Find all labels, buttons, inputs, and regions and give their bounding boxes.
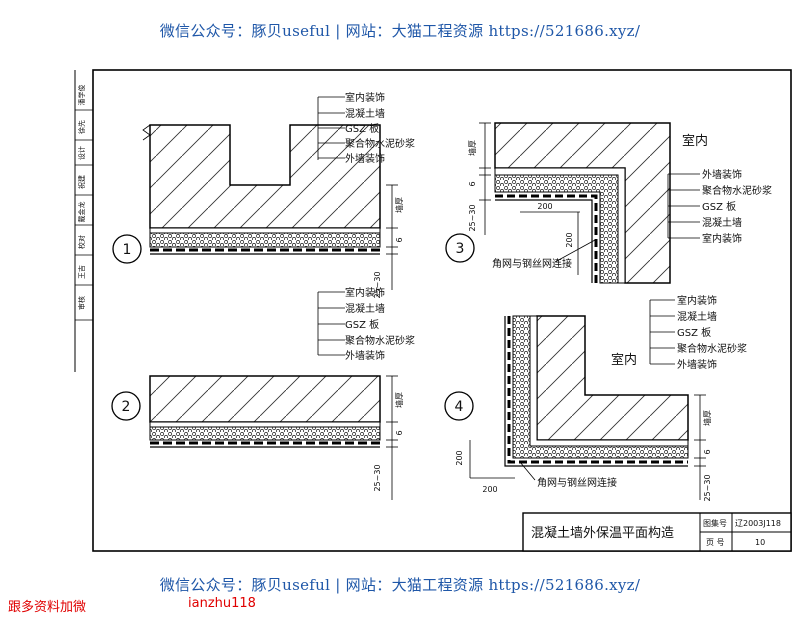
layer-label: 混凝土墙 [677, 310, 717, 323]
dim-200: 200 [537, 202, 552, 211]
layer-label: 聚合物水泥砂浆 [345, 137, 415, 150]
gsz-board [149, 232, 381, 248]
strip-cell: 祝建 [77, 175, 86, 189]
dim-200: 200 [482, 485, 497, 494]
watermark-top: 微信公众号：豚贝useful | 网站：大猫工程资源 https://52168… [159, 22, 641, 40]
approval-strip: 潘学俊 徐先 设计 祝建 戴金龙 校对 王吉 审核 [75, 85, 93, 321]
mortar-layer [495, 194, 598, 283]
layer-label: 聚合物水泥砂浆 [702, 184, 772, 197]
dim-range: 25~30 [703, 474, 712, 501]
dim-200: 200 [565, 232, 574, 247]
layer-label: 外墙装饰 [702, 168, 742, 181]
detail-4: 室内 室内装饰 混凝土墙 GSZ 板 聚合物水泥砂浆 外墙装饰 墙厚 6 25~… [444, 294, 747, 502]
dim-wall: 墙厚 [394, 197, 404, 213]
layer-label: GSZ 板 [677, 326, 711, 339]
detail-number-badge [112, 234, 142, 264]
detail-2: 室内装饰 混凝土墙 GSZ 板 聚合物水泥砂浆 外墙装饰 墙厚 6 25~30 … [111, 286, 415, 500]
layer-label: 室内装饰 [345, 91, 385, 104]
strip-cell: 王吉 [78, 265, 86, 279]
gsz-board [494, 174, 619, 284]
detail-number: 1 [123, 242, 132, 258]
detail-1: 室内装饰 混凝土墙 GSZ 板 聚合物水泥砂浆 外墙装饰 墙厚 6 25~30 … [112, 91, 415, 299]
strip-cell: 审核 [77, 296, 86, 310]
strip-cell: 徐先 [77, 120, 86, 134]
detail-number-badge [445, 233, 475, 263]
detail-number-badge [111, 391, 141, 421]
dim-range: 25~30 [468, 204, 477, 231]
indoor-label: 室内 [682, 133, 708, 149]
dim-range: 25~30 [373, 464, 382, 491]
dim-six: 6 [395, 237, 404, 242]
detail-number: 2 [122, 399, 131, 415]
layer-label: 室内装饰 [702, 232, 742, 245]
dim-range: 25~30 [373, 271, 382, 298]
watermark-bottom: 微信公众号：豚贝useful | 网站：大猫工程资源 https://52168… [159, 576, 641, 594]
layer-label: 混凝土墙 [345, 302, 385, 315]
dim-wall: 墙厚 [394, 392, 404, 408]
dim-wall: 墙厚 [467, 140, 477, 156]
layer-label: 外墙装饰 [345, 349, 385, 362]
dim-six: 6 [468, 181, 477, 186]
gsz-board [149, 426, 381, 441]
layer-label: 外墙装饰 [345, 152, 385, 165]
layer-label: 外墙装饰 [677, 358, 717, 371]
strip-cell: 校对 [77, 235, 86, 249]
layer-label: GSZ 板 [345, 318, 379, 331]
strip-cell: 戴金龙 [77, 202, 86, 223]
mesh-label: 角网与钢丝网连接 [537, 476, 617, 489]
layer-label: GSZ 板 [345, 122, 379, 135]
detail-3: 室内 外墙装饰 聚合物水泥砂浆 GSZ 板 混凝土墙 室内装饰 墙厚 6 25~… [445, 122, 772, 284]
atlas-label: 图集号 [703, 518, 727, 528]
dim-six: 6 [395, 430, 404, 435]
layer-label: 混凝土墙 [702, 216, 742, 229]
strip-cell: 设计 [77, 146, 86, 160]
page-number: 10 [755, 538, 765, 547]
detail-number-badge [444, 391, 474, 421]
strip-cell: 潘学俊 [77, 85, 86, 106]
layer-label: 室内装饰 [677, 294, 717, 307]
concrete-wall [149, 375, 381, 423]
promo-text-left: 跟多资料加微 [8, 600, 87, 615]
concrete-wall [536, 315, 689, 441]
layer-label: 室内装饰 [345, 286, 385, 299]
promo-text-right: ianzhu118 [188, 596, 256, 611]
mortar-layer [507, 316, 688, 464]
dim-wall: 墙厚 [702, 410, 712, 426]
layer-label: 聚合物水泥砂浆 [677, 342, 747, 355]
dim-200: 200 [455, 450, 464, 465]
detail-number: 3 [456, 241, 465, 257]
mesh-label: 角网与钢丝网连接 [492, 257, 572, 270]
sheet-title: 混凝土墙外保温平面构造 [531, 525, 674, 541]
atlas-number: 辽2003J118 [735, 519, 781, 528]
gsz-board [512, 315, 689, 459]
indoor-label: 室内 [611, 352, 637, 368]
detail-number: 4 [455, 399, 464, 415]
layer-label: 混凝土墙 [345, 107, 385, 120]
title-block: 混凝土墙外保温平面构造 图集号 辽2003J118 页 号 10 [522, 512, 792, 552]
dim-six: 6 [703, 449, 712, 454]
layer-label: GSZ 板 [702, 200, 736, 213]
page-label: 页 号 [706, 538, 725, 547]
layer-label: 聚合物水泥砂浆 [345, 334, 415, 347]
